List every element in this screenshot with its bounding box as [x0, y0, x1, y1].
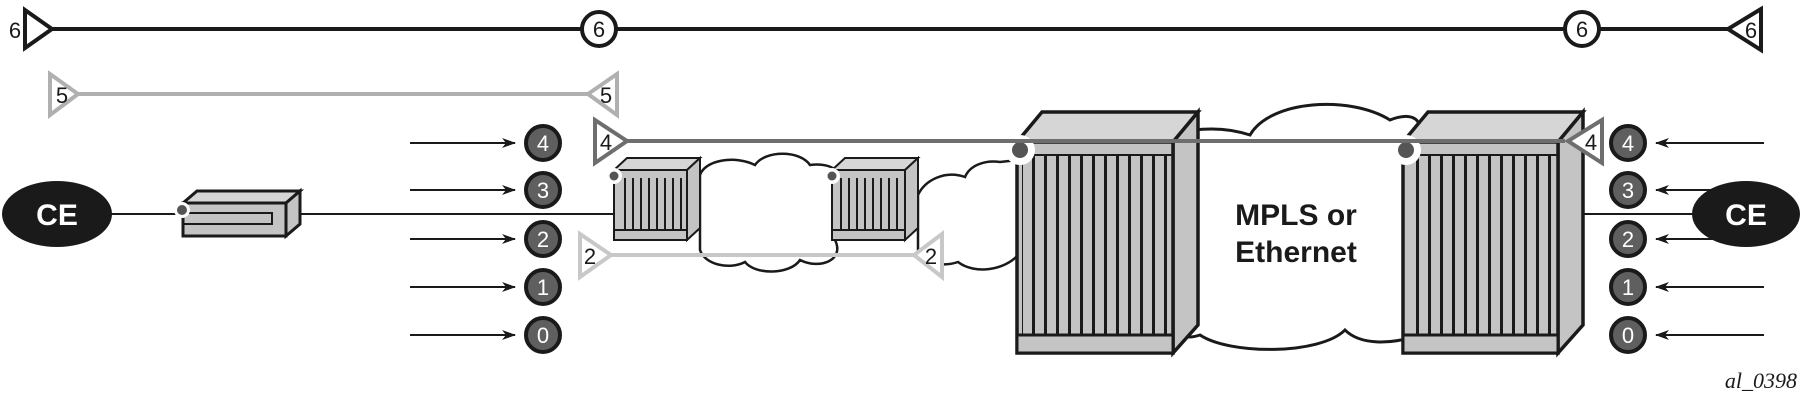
level-badge-circle	[524, 171, 562, 209]
level6-right-mip-label: 6	[1576, 17, 1588, 42]
md-level-5: 5 5	[48, 70, 619, 119]
core-cloud: MPLS or Ethernet	[1168, 102, 1422, 351]
mip-circle-icon	[1563, 10, 1601, 48]
level-badge-label: 4	[537, 131, 549, 156]
level-badge-label: 3	[1622, 178, 1634, 203]
level-badge-label: 1	[537, 275, 549, 300]
level-badge-circle	[524, 268, 562, 306]
right-level-badge-4: 4	[1609, 124, 1764, 162]
mep-dot-icon	[827, 171, 837, 181]
mep-triangle-icon	[910, 230, 944, 282]
level-badge-circle	[1609, 220, 1647, 258]
md-level-2: 2 2	[578, 230, 944, 282]
mep-dot-icon	[1398, 142, 1414, 158]
level-badge-circle	[1609, 316, 1647, 354]
mep-dot-icon	[609, 171, 619, 181]
right-level-badges: 4 3 2 1 0	[1609, 124, 1764, 354]
level-badge-label: 4	[1622, 131, 1634, 156]
level-badge-circle	[1609, 124, 1647, 162]
mep-triangle-icon	[1564, 116, 1604, 167]
level2-left-mep-label: 2	[584, 244, 596, 269]
level4-left-mep-label: 4	[600, 130, 612, 155]
md-level-6: 6 6 6 6	[9, 5, 1763, 54]
level5-left-mep-label: 5	[56, 83, 68, 108]
mep-triangle-icon	[48, 70, 82, 119]
mep-triangle-icon	[584, 70, 619, 119]
ce-right-label: CE	[1725, 199, 1767, 232]
level5-right-mep-label: 5	[600, 83, 612, 108]
ce-right[interactable]: CE	[1692, 181, 1800, 247]
core-cloud-label-line2: Ethernet	[1235, 236, 1357, 269]
level4-right-mep-label: 4	[1585, 130, 1597, 155]
left-level-badge-0: 0	[410, 316, 562, 354]
level-badge-label: 0	[537, 323, 549, 348]
mep-dot-icon	[177, 205, 187, 215]
md-level-4: 4 4	[593, 116, 1604, 167]
left-level-badges: 4 3 2 1 0	[410, 124, 562, 354]
mep-triangle-icon	[578, 230, 615, 281]
ce-left-label: CE	[36, 199, 78, 232]
level-badge-label: 2	[1622, 227, 1634, 252]
mep-dot-icon	[1012, 142, 1028, 158]
right-level-badge-2: 2	[1609, 220, 1764, 258]
access-switch-2[interactable]	[824, 155, 921, 243]
level-badge-circle	[1609, 268, 1647, 306]
level2-right-mep-label: 2	[925, 244, 937, 269]
left-level-badge-2: 2	[410, 220, 562, 258]
mip-circle-icon	[580, 10, 618, 48]
mep-triangle-icon	[1724, 5, 1763, 54]
level-badge-label: 1	[1622, 275, 1634, 300]
level-badge-label: 3	[537, 178, 549, 203]
mep-triangle-icon	[23, 6, 56, 52]
level-badge-label: 2	[537, 227, 549, 252]
mep-triangle-icon	[593, 116, 631, 167]
core-cloud-label-line1: MPLS or	[1235, 199, 1357, 232]
level-badge-label: 0	[1622, 323, 1634, 348]
ce-left[interactable]: CE	[2, 181, 112, 247]
level-badge-circle	[524, 316, 562, 354]
figure-caption: al_0398	[1725, 368, 1797, 393]
left-level-badge-3: 3	[410, 171, 562, 209]
left-level-badge-1: 1	[410, 268, 562, 306]
level-badge-circle	[524, 124, 562, 162]
nid-device[interactable]	[174, 187, 305, 240]
level6-right-mep-label: 6	[1745, 18, 1757, 43]
right-level-badge-0: 0	[1609, 316, 1764, 354]
pe-router-left[interactable]	[1005, 107, 1202, 358]
access-switch-1[interactable]	[606, 155, 703, 243]
level-badge-circle	[1609, 171, 1647, 209]
pe-router-right[interactable]	[1391, 107, 1587, 358]
level6-left-mip-label: 6	[593, 17, 605, 42]
left-level-badge-4: 4	[410, 124, 562, 162]
level-badge-circle	[524, 220, 562, 258]
level6-left-mep-label: 6	[9, 18, 21, 43]
right-level-badge-1: 1	[1609, 268, 1764, 306]
right-level-badge-3: 3	[1609, 171, 1764, 209]
